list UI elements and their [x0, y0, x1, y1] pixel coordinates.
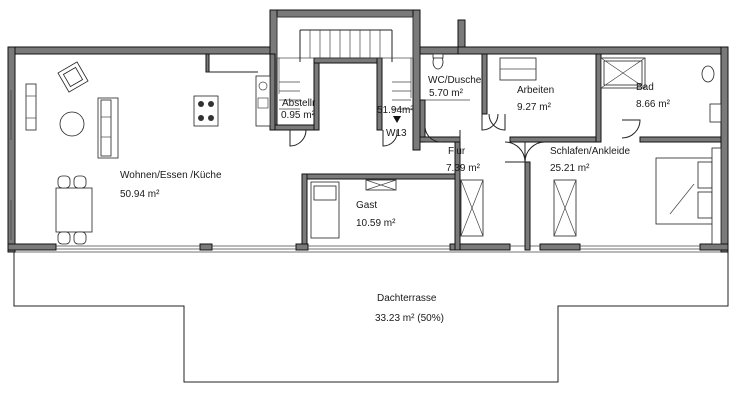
- label-flur-name: Flur: [448, 146, 466, 157]
- dining-chair: [73, 231, 87, 245]
- label-wc-name: WC/Dusche: [428, 75, 482, 86]
- label-abstellr-area: 0.95 m²: [281, 110, 316, 121]
- label-bad-name: Bad: [636, 82, 654, 93]
- label-wohnen-area: 50.94 m²: [120, 189, 160, 200]
- stair-direction-arrow: [393, 116, 401, 123]
- label-gast-area: 10.59 m²: [356, 218, 396, 229]
- interior-walls: [205, 53, 722, 251]
- label-abstellr-name: Abstellr: [282, 98, 316, 109]
- dining-chair: [57, 175, 71, 189]
- label-treppe-tag: W13: [386, 128, 407, 139]
- label-treppe-area: 51.94m²: [377, 105, 414, 116]
- label-wc-area: 5.70 m²: [429, 88, 464, 99]
- label-schlafen-name: Schlafen/Ankleide: [550, 146, 630, 157]
- label-gast-name: Gast: [356, 200, 377, 211]
- guest-room-furniture: [310, 179, 397, 239]
- label-wohnen-name: Wohnen/Essen /Küche: [120, 170, 222, 181]
- terrace-outline: [13, 252, 729, 383]
- label-flur-area: 7.39 m²: [446, 163, 481, 174]
- label-terrasse-area: 33.23 m² (50%): [375, 313, 444, 324]
- bathroom-fixtures: [600, 57, 722, 123]
- office-furniture: [499, 57, 537, 81]
- window-lines: [10, 90, 700, 250]
- bedroom-furniture: [655, 147, 722, 245]
- dining-chair: [57, 231, 71, 245]
- staircase: [276, 16, 414, 110]
- wc-fixtures: [425, 53, 470, 101]
- label-schlafen-area: 25.21 m²: [550, 163, 590, 174]
- label-arbeiten-name: Arbeiten: [517, 85, 554, 96]
- label-bad-area: 8.66 m²: [636, 99, 671, 110]
- doors: [289, 113, 641, 163]
- dining-chair: [73, 175, 87, 189]
- living-furniture: [25, 61, 271, 245]
- wardrobes: [460, 179, 577, 237]
- label-terrasse-name: Dachterrasse: [377, 293, 437, 304]
- label-arbeiten-area: 9.27 m²: [517, 102, 552, 113]
